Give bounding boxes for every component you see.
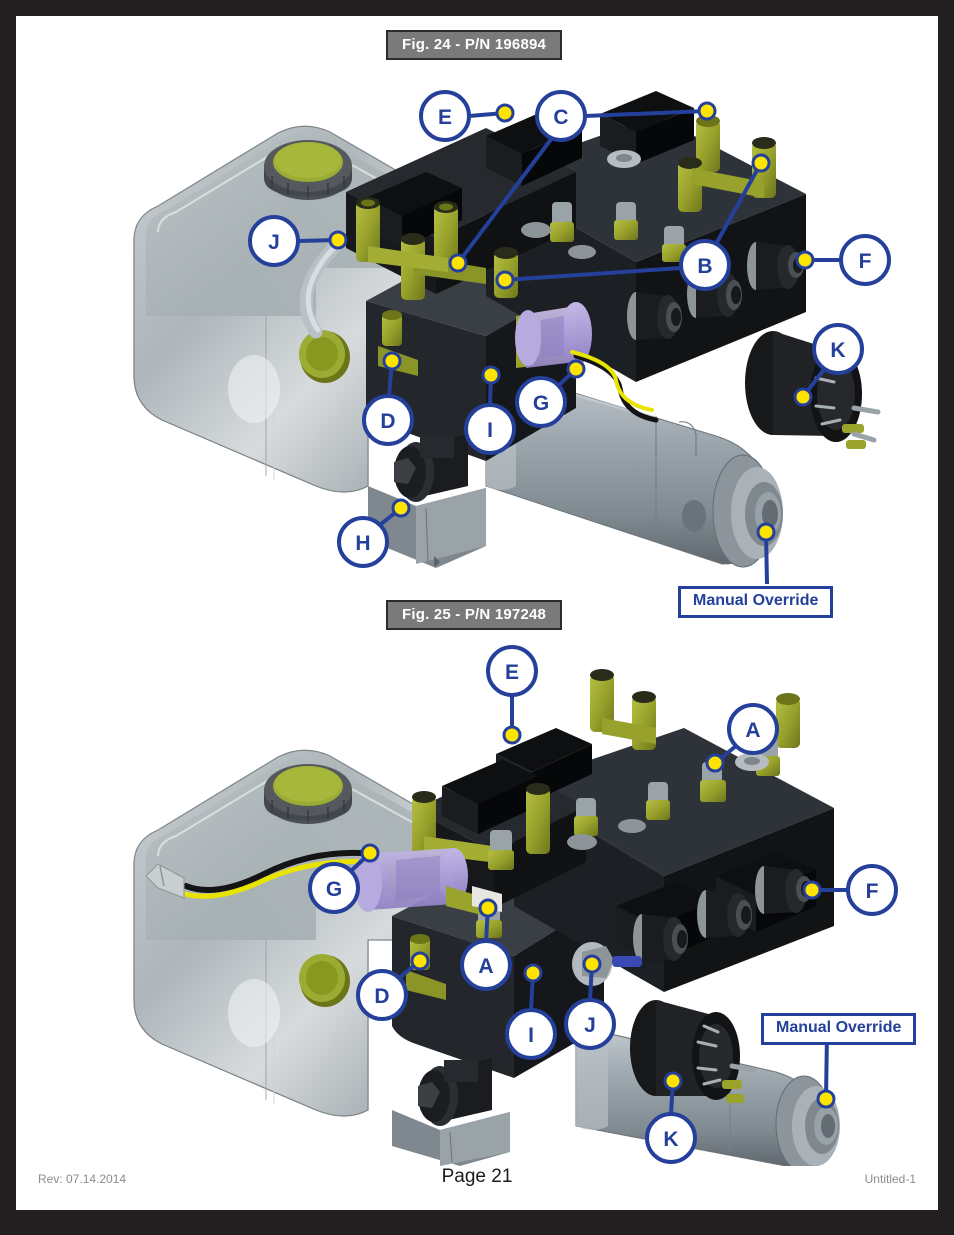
callout-bubble-H-fig24[interactable]: H: [337, 516, 389, 568]
callout-label: J: [268, 231, 280, 254]
solenoid-coils-upper: [366, 91, 694, 248]
callout-bubble-I-fig24[interactable]: I: [464, 403, 516, 455]
callout-bubble-I-fig25[interactable]: I: [505, 1008, 557, 1060]
manual-override-label-fig25: Manual Override: [761, 1013, 917, 1045]
base-solenoid-H-2: [418, 1058, 492, 1126]
manual-override-text: Manual Override: [776, 1019, 902, 1036]
leader-C-left: [456, 136, 554, 265]
leader-B-up: [714, 162, 763, 245]
figure-25-title-text: Fig. 25 - P/N 197248: [402, 606, 547, 623]
mounting-bracket-2: [392, 1110, 510, 1166]
callout-label: I: [487, 419, 493, 442]
callout-bubble-D-fig24[interactable]: D: [362, 394, 414, 446]
figure-25-illustration: E A G F D A I J: [16, 586, 938, 1166]
callout-label: C: [553, 106, 568, 129]
callout-bubble-E-fig25[interactable]: E: [486, 645, 538, 697]
callout-bubble-B-fig24[interactable]: B: [679, 239, 731, 291]
callout-label: I: [528, 1024, 534, 1047]
callout-bubble-A-low-fig25[interactable]: A: [460, 939, 512, 991]
fill-cap-side-2: [299, 954, 350, 1007]
callout-bubble-G-fig25[interactable]: G: [308, 862, 360, 914]
callout-bubble-E-fig24[interactable]: E: [419, 90, 471, 142]
callout-bubble-C-fig24[interactable]: C: [535, 90, 587, 142]
callout-label: D: [380, 410, 395, 433]
manual-override-label-fig24: Manual Override: [678, 586, 834, 618]
callout-label: F: [859, 250, 872, 273]
electrical-harness: [145, 849, 379, 899]
callout-label: E: [505, 661, 519, 684]
callout-label: A: [478, 955, 493, 978]
callout-label: G: [326, 878, 342, 901]
base-solenoid-H: [394, 434, 468, 502]
callout-label: K: [830, 339, 845, 362]
callout-bubble-G-fig24[interactable]: G: [515, 376, 567, 428]
reservoir-tank-2: [133, 749, 469, 1117]
callout-bubble-F-fig24[interactable]: F: [839, 234, 891, 286]
callout-label: A: [745, 719, 760, 742]
motor-end-cap-2: [630, 1000, 757, 1103]
hydraulic-fittings-cluster: [356, 115, 776, 376]
leader-C-right: [584, 109, 708, 118]
solenoid-coil-purple-2: [354, 848, 502, 916]
document-name: Untitled-1: [864, 1172, 916, 1186]
callout-bubble-K-fig24[interactable]: K: [812, 323, 864, 375]
callout-bubble-F-fig25[interactable]: F: [846, 864, 898, 916]
figure-25-title-bar: Fig. 25 - P/N 197248: [386, 600, 563, 630]
figure-25-svg: E A G F D A I J: [133, 645, 898, 1166]
callout-label: G: [533, 392, 549, 415]
document-page: Fig. 24 - P/N 196894: [16, 16, 938, 1210]
figure-24-title-text: Fig. 24 - P/N 196894: [402, 36, 547, 53]
revision-date: Rev: 07.14.2014: [38, 1172, 127, 1186]
figure-24-illustration: E C J B F K D I: [16, 16, 938, 586]
figure-24-title-bar: Fig. 24 - P/N 196894: [386, 30, 563, 60]
callout-label: B: [697, 255, 712, 278]
fill-cap-side: [299, 330, 350, 383]
callout-bubble-D-fig25[interactable]: D: [356, 969, 408, 1021]
fill-cap-top-2: [264, 764, 352, 824]
suction-hose: [299, 237, 345, 339]
page-footer: Rev: 07.14.2014 Page 21 Untitled-1: [16, 1158, 938, 1210]
leader-B-left: [504, 266, 682, 282]
fill-cap-top: [264, 140, 352, 200]
manual-override-text: Manual Override: [693, 592, 819, 609]
hydraulic-fittings-cluster-2: [406, 669, 800, 1000]
mounting-bracket: [368, 486, 486, 568]
callout-label: D: [374, 985, 389, 1008]
figure-25-anchor-dots: [360, 725, 836, 1109]
callout-label: E: [438, 106, 452, 129]
motor-end-cap: [745, 331, 881, 449]
callout-bubble-J-fig25[interactable]: J: [564, 998, 616, 1050]
page-number: Page 21: [441, 1166, 513, 1187]
callout-bubble-K-fig25[interactable]: K: [645, 1112, 697, 1164]
callout-label: F: [866, 880, 879, 903]
callout-label: H: [355, 532, 370, 555]
callout-label: J: [584, 1014, 596, 1037]
callout-bubble-A-top-fig25[interactable]: A: [727, 703, 779, 755]
figure-24-anchor-dots: [328, 101, 815, 542]
figure-24-svg: E C J B F K D I: [133, 90, 891, 585]
callout-bubble-J-fig24[interactable]: J: [248, 215, 300, 267]
callout-label: K: [663, 1128, 678, 1151]
solenoid-coil-purple: [515, 302, 659, 423]
